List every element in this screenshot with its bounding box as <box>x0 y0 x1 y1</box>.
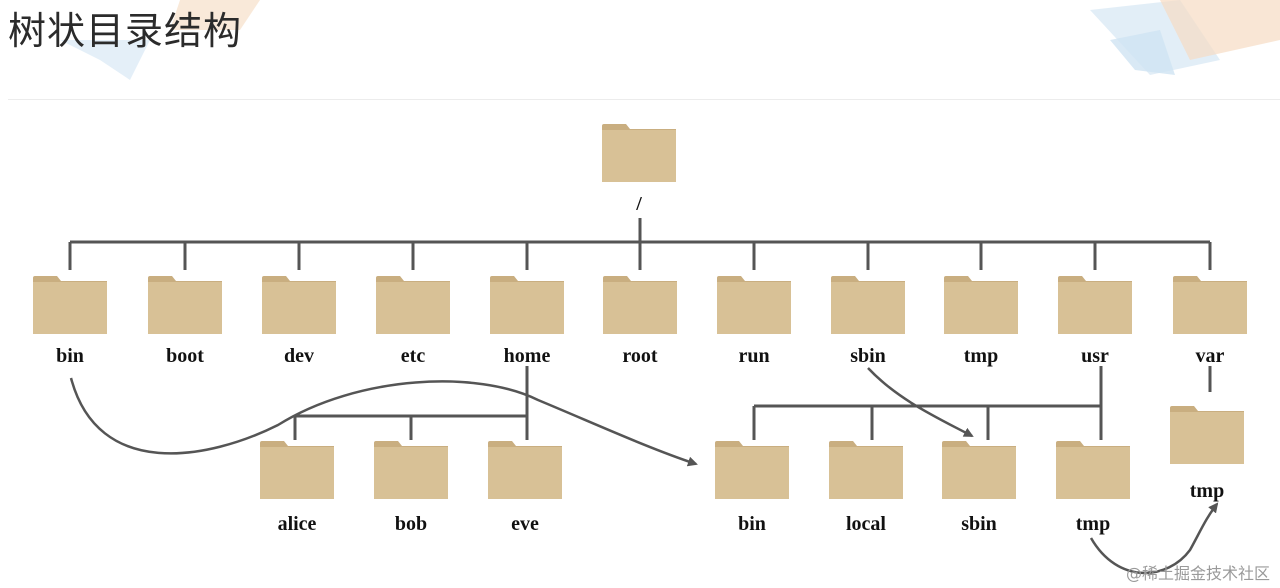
folder-icon <box>603 276 677 334</box>
folder-label: alice <box>278 513 317 535</box>
folder-icon <box>1058 276 1132 334</box>
folder-icon <box>717 276 791 334</box>
folder-node-usr: usr <box>1058 276 1132 367</box>
folder-label: local <box>846 513 886 535</box>
folder-node-tmp: tmp <box>1170 406 1244 502</box>
folder-icon <box>944 276 1018 334</box>
folder-node-bin: bin <box>715 441 789 535</box>
folder-icon <box>490 276 564 334</box>
folder-label: var <box>1196 345 1225 367</box>
folder-icon <box>829 441 903 499</box>
folder-icon <box>1173 276 1247 334</box>
watermark: @稀土掘金技术社区 <box>1126 564 1270 583</box>
folder-label: bin <box>56 345 84 367</box>
folder-node-bin: bin <box>33 276 107 367</box>
folder-node-bob: bob <box>374 441 448 535</box>
diagram-panel: / bin boot dev etc home root run sbin tmp usr var al… <box>8 99 1280 587</box>
folder-label: home <box>504 345 551 367</box>
directory-tree: / bin boot dev etc home root run sbin tmp usr var al… <box>33 124 1270 583</box>
folder-node-sbin: sbin <box>942 441 1016 535</box>
arrow-bin-to-usr-bin <box>69 377 698 467</box>
folder-node-tmp: tmp <box>944 276 1018 367</box>
background-decoration <box>60 0 1280 80</box>
arrow-usr-tmp-to-var-tmp <box>1089 502 1219 575</box>
folder-node-local: local <box>829 441 903 535</box>
folder-icon <box>376 276 450 334</box>
folder-icon <box>262 276 336 334</box>
folder-icon <box>374 441 448 499</box>
folder-icon <box>1170 406 1244 464</box>
folder-node-dev: dev <box>262 276 336 367</box>
folder-icon <box>715 441 789 499</box>
symlink-arrows <box>69 367 1219 575</box>
folder-label: eve <box>511 513 539 535</box>
folder-label: boot <box>166 345 204 367</box>
folder-label: tmp <box>964 345 998 367</box>
folder-label: usr <box>1081 345 1109 367</box>
folder-label: dev <box>284 345 314 367</box>
folder-icon <box>488 441 562 499</box>
folder-label: etc <box>401 345 426 367</box>
folder-node-root: root <box>603 276 677 367</box>
folder-label: / <box>635 193 642 215</box>
folder-icon <box>148 276 222 334</box>
folder-icon <box>260 441 334 499</box>
page-title: 树状目录结构 <box>8 9 243 53</box>
tree-connectors <box>68 218 1212 440</box>
folder-icon <box>831 276 905 334</box>
arrow-sbin-to-usr-sbin <box>867 367 974 438</box>
folder-node-alice: alice <box>260 441 334 535</box>
folder-label: run <box>738 345 769 367</box>
folder-icon <box>33 276 107 334</box>
folder-node-sbin: sbin <box>831 276 905 367</box>
folder-node-tmp: tmp <box>1056 441 1130 535</box>
folder-icon <box>942 441 1016 499</box>
folder-label: tmp <box>1190 480 1224 502</box>
folder-node-boot: boot <box>148 276 222 367</box>
folder-node-eve: eve <box>488 441 562 535</box>
folder-label: sbin <box>850 345 886 367</box>
folder-label: bin <box>738 513 766 535</box>
folder-label: tmp <box>1076 513 1110 535</box>
folder-node-run: run <box>717 276 791 367</box>
folder-icon <box>602 124 676 182</box>
folder-node-etc: etc <box>376 276 450 367</box>
folder-node-root-dir: / <box>602 124 676 215</box>
folder-label: sbin <box>961 513 997 535</box>
folder-icon <box>1056 441 1130 499</box>
folder-label: root <box>622 345 658 367</box>
folder-node-var: var <box>1173 276 1247 367</box>
folder-node-home: home <box>490 276 564 367</box>
folder-label: bob <box>395 513 427 535</box>
